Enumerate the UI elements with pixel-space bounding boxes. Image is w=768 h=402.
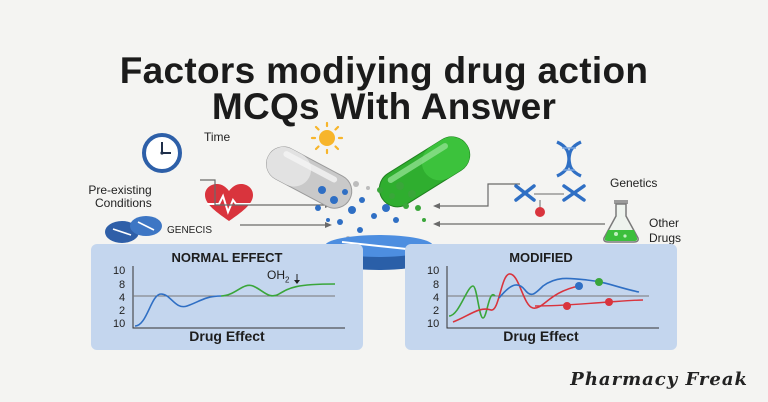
arrows-right	[433, 183, 605, 227]
normal-effect-plot	[132, 266, 345, 329]
heart-icon	[205, 184, 253, 221]
tick-label: 2	[119, 305, 126, 317]
other-drugs-line-2: Drugs	[649, 231, 682, 245]
other-drugs-line-1: Other	[649, 216, 680, 230]
modified-xlabel: Drug Effect	[503, 328, 579, 344]
modified-panel: MODIFIED 10 8 4 2 10 Drug Effect	[405, 244, 677, 350]
tick-label: 4	[433, 292, 440, 304]
tick-label: 2	[433, 305, 440, 317]
oh2-annotation: OH2	[267, 268, 289, 284]
brand-logo: Pharmacy Freak	[570, 369, 748, 390]
tick-label: 10	[427, 265, 440, 277]
title-line-1: Factors modiying drug action	[119, 50, 649, 91]
chromosome-icon	[514, 184, 586, 217]
tick-label: 10	[113, 265, 126, 277]
normal-effect-panel: NORMAL EFFECT 10 8 4 2 10 OH2 Drug Effec…	[91, 244, 363, 350]
modified-plot	[446, 266, 659, 329]
capsule-icon	[266, 146, 353, 209]
genetics-label: Genetics	[610, 176, 658, 190]
tick-label: 10	[427, 318, 440, 330]
pills-icon	[105, 216, 162, 243]
flask-icon	[603, 200, 639, 243]
time-label: Time	[204, 130, 231, 144]
normal-effect-xlabel: Drug Effect	[189, 328, 265, 344]
sun-icon	[310, 121, 344, 155]
dna-icon	[556, 140, 582, 178]
other-drugs-label: Other Drugs	[649, 216, 681, 246]
title-line-2: MCQs With Answer	[211, 86, 557, 127]
tick-label: 4	[119, 292, 126, 304]
pre-existing-line-2: Conditions	[95, 196, 152, 210]
genecis-label: GENECIS	[167, 225, 213, 236]
pre-existing-label: Pre-existing Conditions	[85, 183, 152, 210]
clock-icon	[142, 133, 182, 173]
modified-title: MODIFIED	[509, 250, 573, 265]
tick-label: 8	[433, 279, 440, 291]
tick-label: 10	[113, 318, 126, 330]
oh2-text: OH	[267, 268, 285, 282]
normal-effect-title: NORMAL EFFECT	[171, 250, 283, 265]
tick-label: 8	[119, 279, 126, 291]
oh2-subscript: 2	[285, 275, 290, 285]
pre-existing-line-1: Pre-existing	[88, 183, 152, 197]
